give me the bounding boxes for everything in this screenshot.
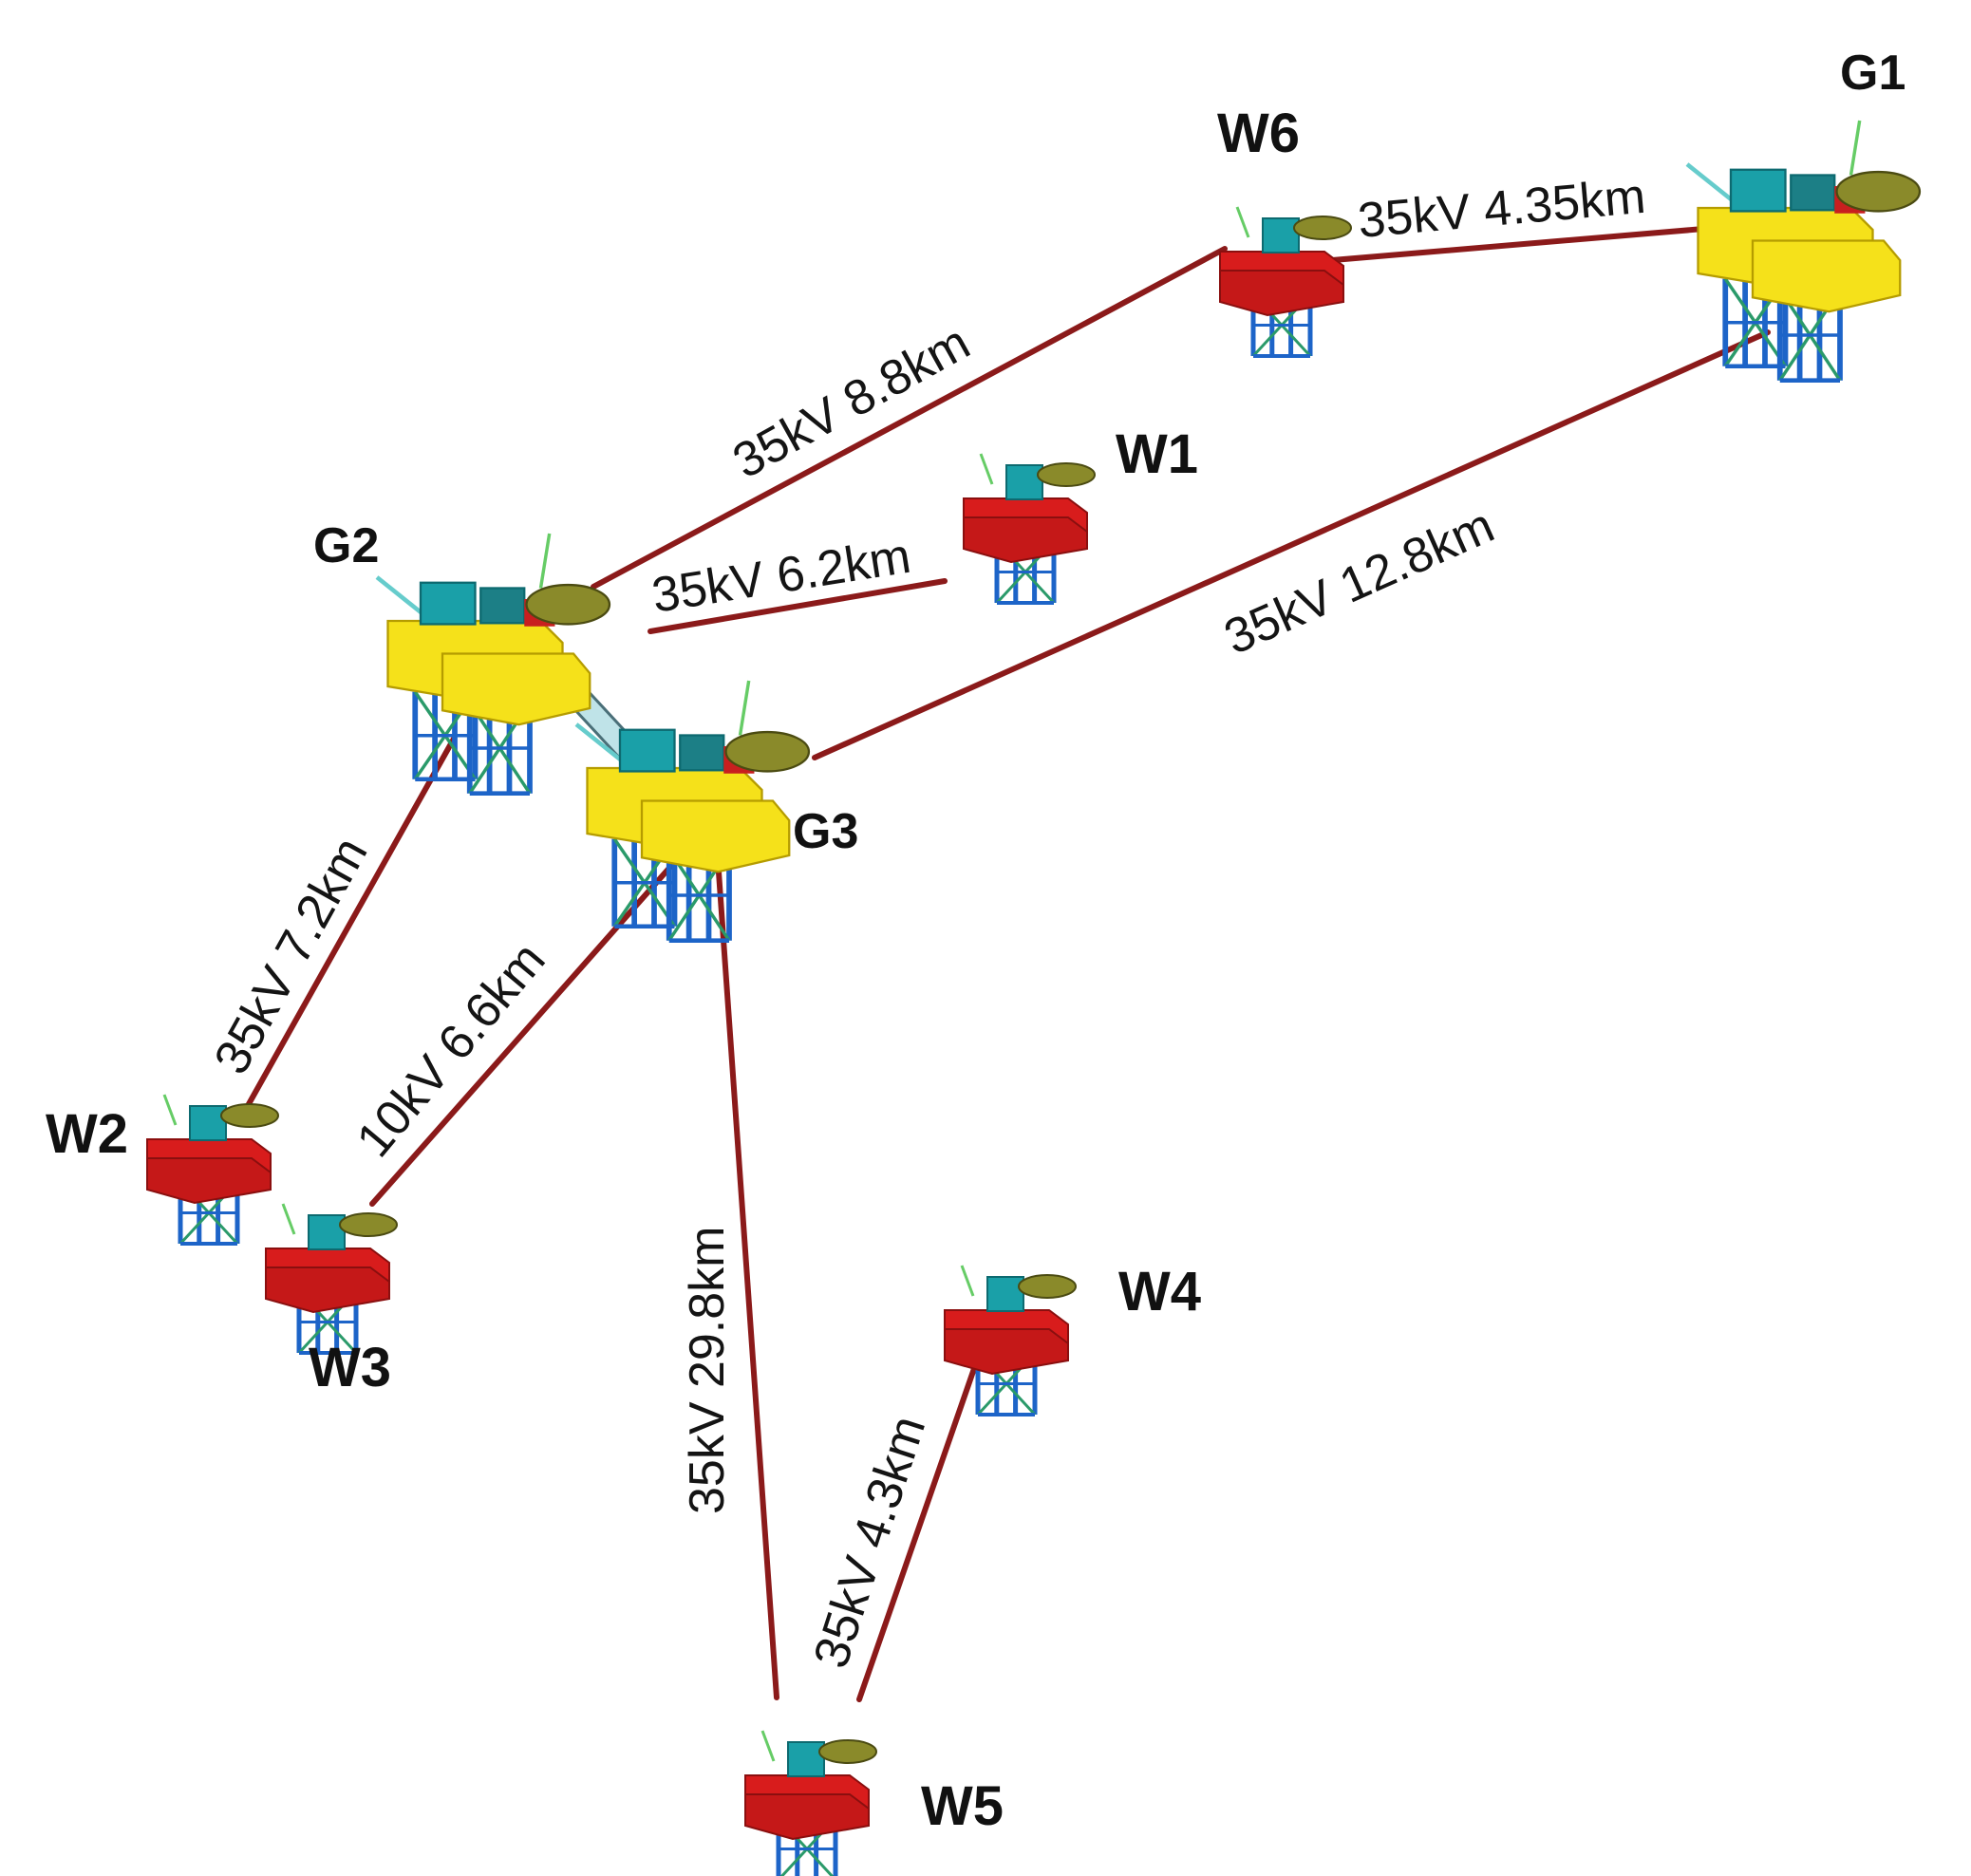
platform-well-icon [146, 1094, 279, 1246]
cable-w6-g1 [1307, 223, 1740, 265]
platform-generation-icon [375, 533, 611, 796]
platform-well-icon [963, 453, 1096, 605]
cable-layer [242, 223, 1771, 1702]
platform-well-icon [744, 1730, 877, 1876]
label-w4: W4 [1118, 1261, 1201, 1323]
cable-w5-w4 [856, 1355, 981, 1702]
platform-layer [146, 120, 1922, 1876]
label-w2: W2 [46, 1103, 128, 1165]
platform-well-icon [265, 1203, 398, 1355]
platform-generation-icon [574, 680, 811, 943]
platform-generation-icon [1685, 120, 1922, 383]
cable-label-layer: 35kV 4.35km 35kV 8.8km 35kV 6.2km 35kV 1… [204, 169, 1648, 1675]
label-g3: G3 [793, 804, 858, 859]
cable-label-g3-w5: 35kV 29.8km [680, 1227, 735, 1515]
label-w6: W6 [1217, 103, 1300, 164]
cable-g2-w1 [648, 578, 948, 634]
cable-label-g3-w3: 10kV 6.6km [347, 932, 556, 1168]
label-w1: W1 [1116, 423, 1198, 485]
label-g1: G1 [1840, 46, 1905, 101]
platform-label-layer: G1 G2 G3 W1 W2 W3 W4 W5 W6 [46, 46, 1905, 1837]
cable-g3-w5 [714, 842, 779, 1700]
platform-well-icon [944, 1265, 1077, 1416]
cable-label-g3-g1: 35kV 12.8km [1216, 498, 1502, 666]
cable-g2-w2 [242, 736, 457, 1114]
label-w3: W3 [309, 1337, 391, 1398]
cable-label-g2-w2: 35kV 7.2km [204, 829, 379, 1083]
cable-g3-g1 [812, 329, 1771, 760]
cable-g2-w6 [591, 246, 1228, 590]
cable-g3-w3 [369, 847, 688, 1207]
platform-well-icon [1219, 206, 1352, 358]
label-w5: W5 [921, 1775, 1004, 1837]
label-g2: G2 [313, 518, 379, 573]
